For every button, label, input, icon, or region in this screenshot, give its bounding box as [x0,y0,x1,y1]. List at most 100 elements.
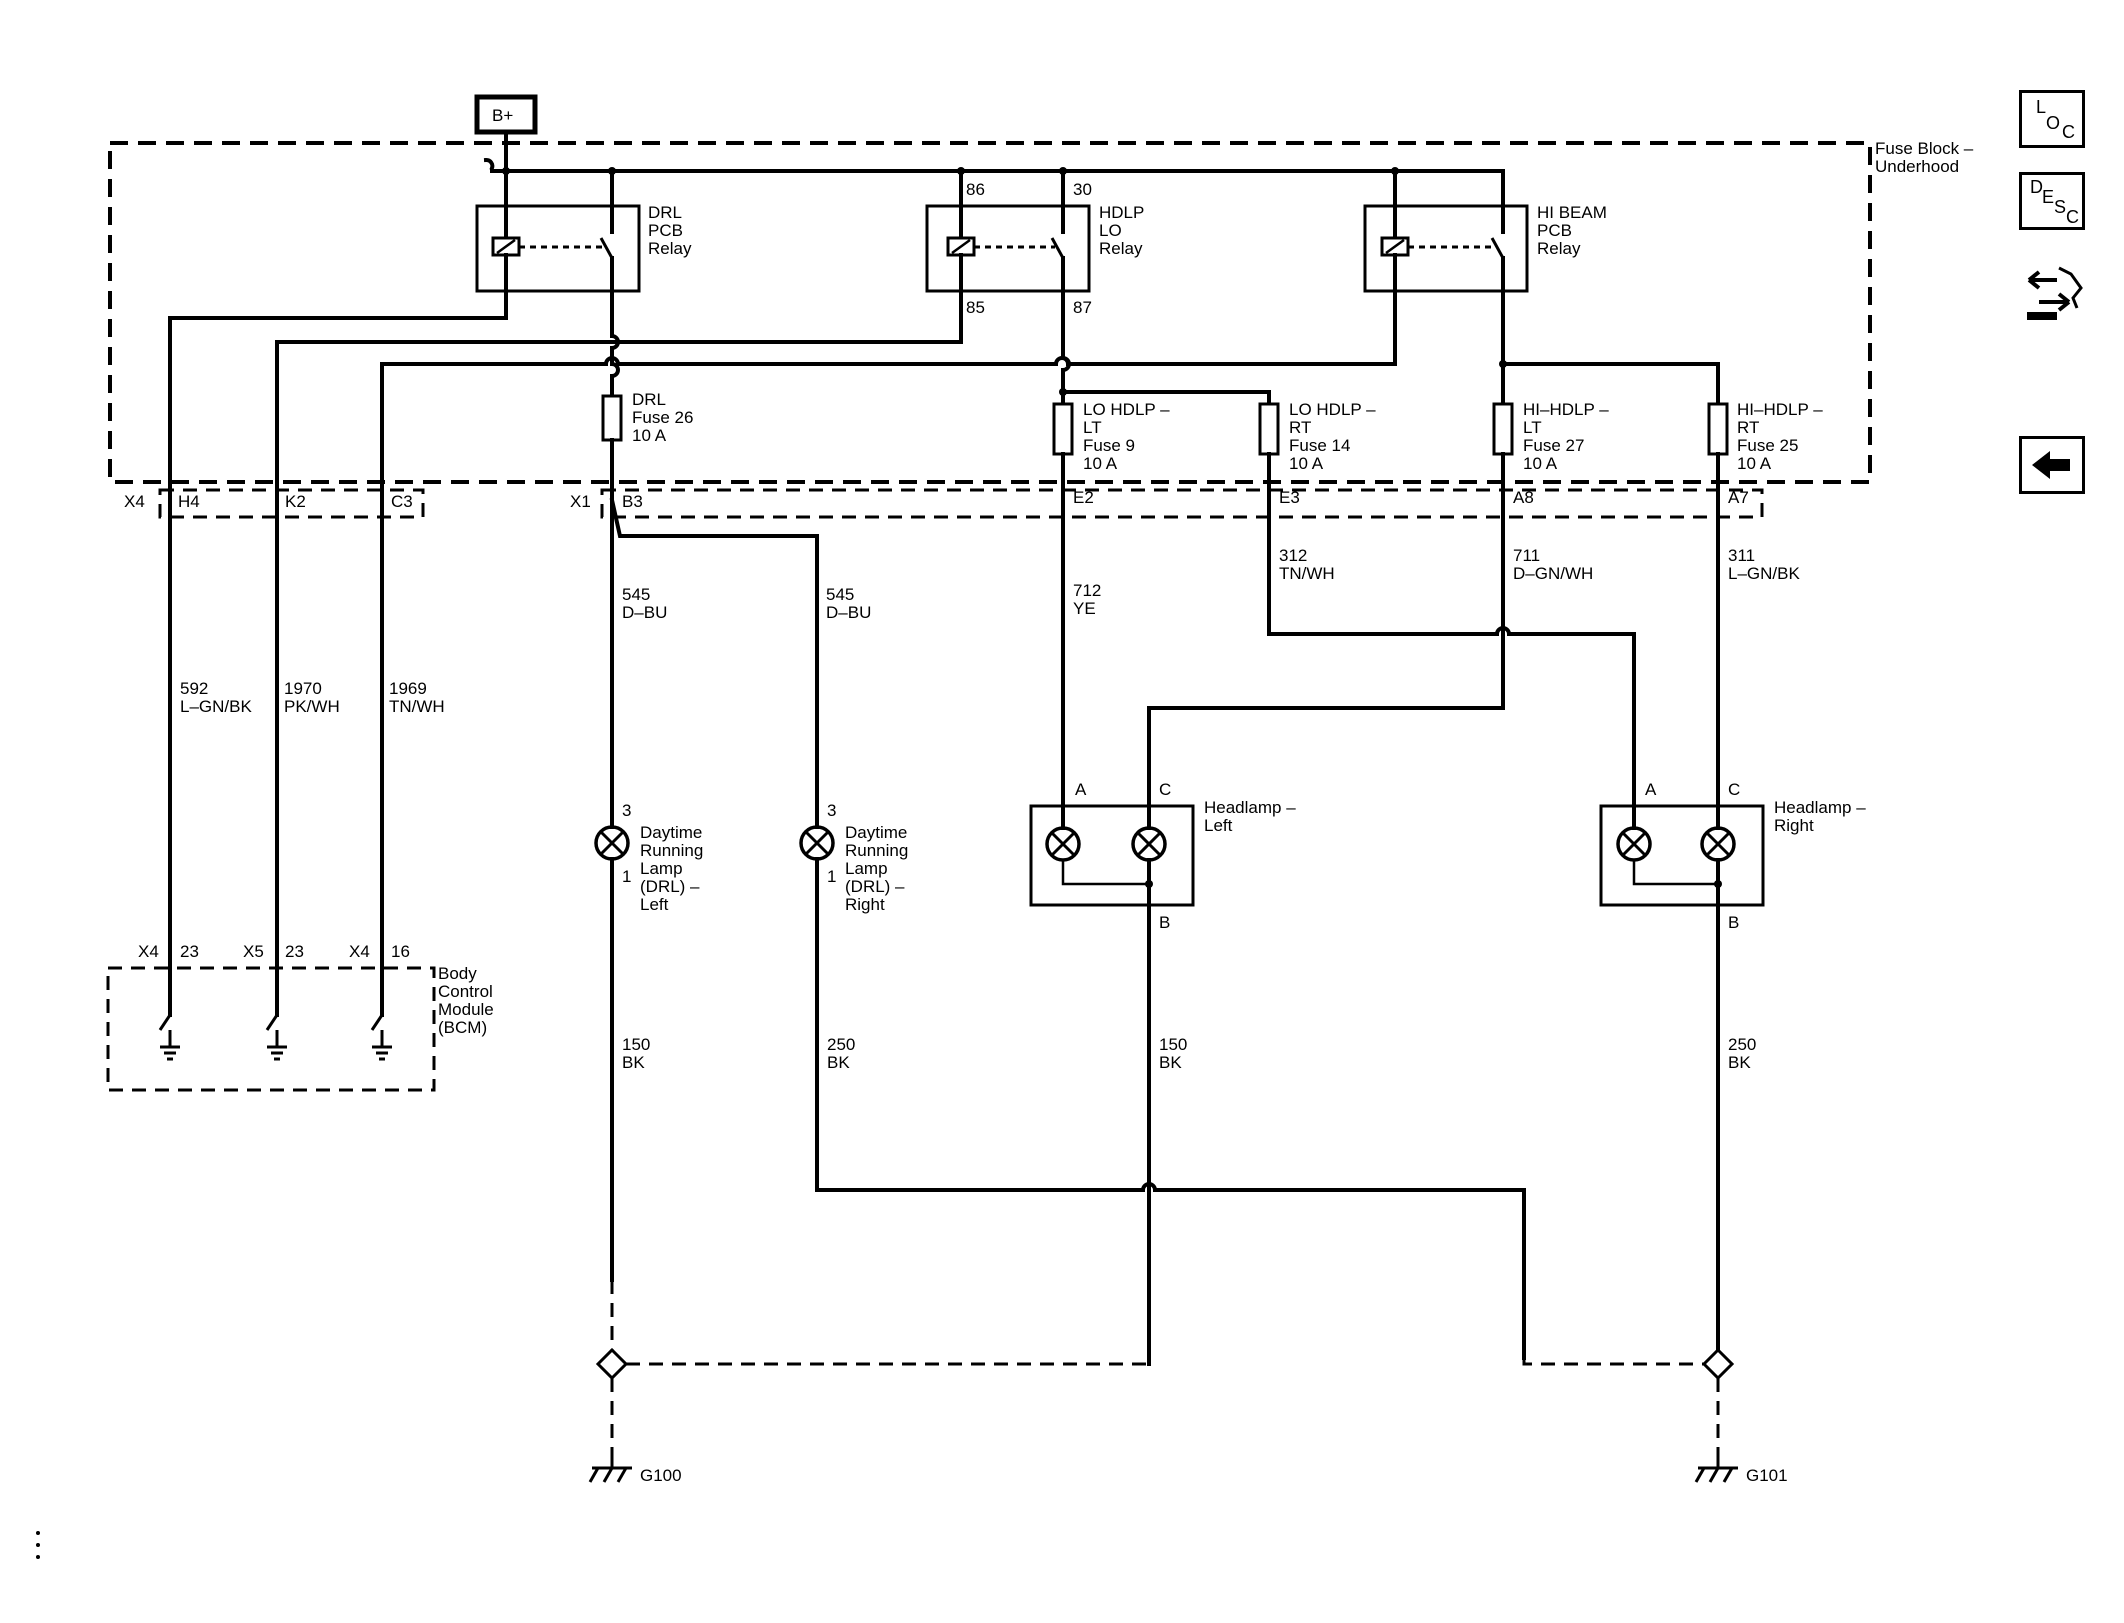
conn-e3: E3 [1279,488,1300,507]
wire-592-circuit: 592 [180,679,208,698]
fuse-26-label-3: 10 A [632,426,667,445]
drl-relay-label-3: Relay [648,239,692,258]
bcm-switch-3 [370,1014,392,1061]
connector-view-button[interactable] [2019,258,2091,330]
drl-relay-label-1: DRL [648,203,682,222]
conn-x4-top: X4 [124,492,145,511]
hdlp-relay-label-1: HDLP [1099,203,1144,222]
hi-beam-pcb-relay [1363,204,1529,293]
hi-beam-relay-label-3: Relay [1537,239,1581,258]
fuse-9-label-3: Fuse 9 [1083,436,1135,455]
drl-left-lamp [594,825,630,861]
headlamp-right-high-bulb [1700,826,1736,862]
back-button[interactable] [2019,436,2085,494]
splice-g100 [595,1347,629,1381]
conn-a8: A8 [1513,488,1534,507]
svg-text:E: E [2042,187,2054,207]
bcm-outline [106,966,436,1092]
conn-x1: X1 [570,492,591,511]
fuse-9-label-2: LT [1083,418,1102,437]
conn-a7: A7 [1728,488,1749,507]
headlamp-left-label-1: Headlamp – [1204,798,1296,817]
hdlp-relay-pin-87: 87 [1073,298,1092,317]
wire-712-color: YE [1073,599,1096,618]
drl-left-pin-1: 1 [622,867,631,886]
fuse-14-label-1: LO HDLP – [1289,400,1376,419]
wire-311-circuit: 311 [1728,546,1755,565]
headlamp-left [1029,804,1195,907]
wire-545-right-color: D–BU [826,603,871,622]
wire-545-left-color: D–BU [622,603,667,622]
wire-1969-circuit: 1969 [389,679,427,698]
fuse-block-outline [108,141,1872,484]
b-plus-label: B+ [492,106,513,125]
fuse-26-label-2: Fuse 26 [632,408,693,427]
hdlp-relay-label-2: LO [1099,221,1122,240]
wire-1969-color: TN/WH [389,697,445,716]
ground-g101-label: G101 [1746,1466,1788,1485]
fuse-9-label-4: 10 A [1083,454,1118,473]
drl-right-label-5: Right [845,895,885,914]
bcm-label-3: Module [438,1000,494,1019]
fuse-25-label-2: RT [1737,418,1759,437]
bcm-pin-2-connector: X5 [243,942,264,961]
headlamp-right-label-2: Right [1774,816,1814,835]
fuse-14-label-2: RT [1289,418,1311,437]
drl-pcb-relay [475,204,641,293]
ground-g101-icon [1694,1460,1738,1483]
headlamp-right-pin-c: C [1728,780,1740,799]
headlamp-left-label-2: Left [1204,816,1233,835]
drl-right-pin-3: 3 [827,801,836,820]
conn-h4: H4 [178,492,200,511]
drl-right-pin-1: 1 [827,867,836,886]
wire-312-color: TN/WH [1279,564,1335,583]
wire-150-b-circuit: 150 [1159,1035,1187,1054]
wire-250-a-color: BK [827,1053,850,1072]
drl-left-label-3: Lamp [640,859,683,878]
wire-250-b-color: BK [1728,1053,1751,1072]
fuse-27-label-1: HI–HDLP – [1523,400,1609,419]
wire-250-a-circuit: 250 [827,1035,855,1054]
connector-x1-frame [600,488,1764,519]
ground-g100-icon [588,1460,632,1483]
wire-592-color: L–GN/BK [180,697,252,716]
drl-left-label-5: Left [640,895,669,914]
headlamp-left-pin-a: A [1075,780,1087,799]
wire-711-color: D–GN/WH [1513,564,1593,583]
hi-beam-relay-label-2: PCB [1537,221,1572,240]
bcm-pin-3-number: 16 [391,942,410,961]
headlamp-left-low-bulb [1045,826,1081,862]
wire-311-color: L–GN/BK [1728,564,1800,583]
fuse-block-label-1: Fuse Block – [1875,139,1974,158]
ground-g100-label: G100 [640,1466,682,1485]
wire-545-left-circuit: 545 [622,585,650,604]
wire-150-a-color: BK [622,1053,645,1072]
drl-left-label-4: (DRL) – [640,877,700,896]
drl-right-label-3: Lamp [845,859,888,878]
bcm-label-4: (BCM) [438,1018,487,1037]
hdlp-relay-pin-30: 30 [1073,180,1092,199]
page-dots [36,1531,40,1559]
fuse-block-label-2: Underhood [1875,157,1959,176]
headlamp-right-label-1: Headlamp – [1774,798,1866,817]
drl-right-label-1: Daytime [845,823,907,842]
wire-150-a-circuit: 150 [622,1035,650,1054]
connector-view-icon [2027,266,2083,320]
drl-left-label-2: Running [640,841,703,860]
bcm-pin-3-connector: X4 [349,942,370,961]
hdlp-relay-label-3: Relay [1099,239,1143,258]
fuse-25-label-1: HI–HDLP – [1737,400,1823,419]
headlamp-right-pin-a: A [1645,780,1657,799]
drl-right-label-4: (DRL) – [845,877,905,896]
svg-text:L: L [2036,97,2046,117]
drl-right-label-2: Running [845,841,908,860]
wire-711-circuit: 711 [1513,546,1540,565]
fuse-14-label-3: Fuse 14 [1289,436,1350,455]
bcm-pin-2-number: 23 [285,942,304,961]
headlamp-right-pin-b: B [1728,913,1739,932]
bcm-label-1: Body [438,964,477,983]
hdlp-lo-relay [925,204,1091,293]
